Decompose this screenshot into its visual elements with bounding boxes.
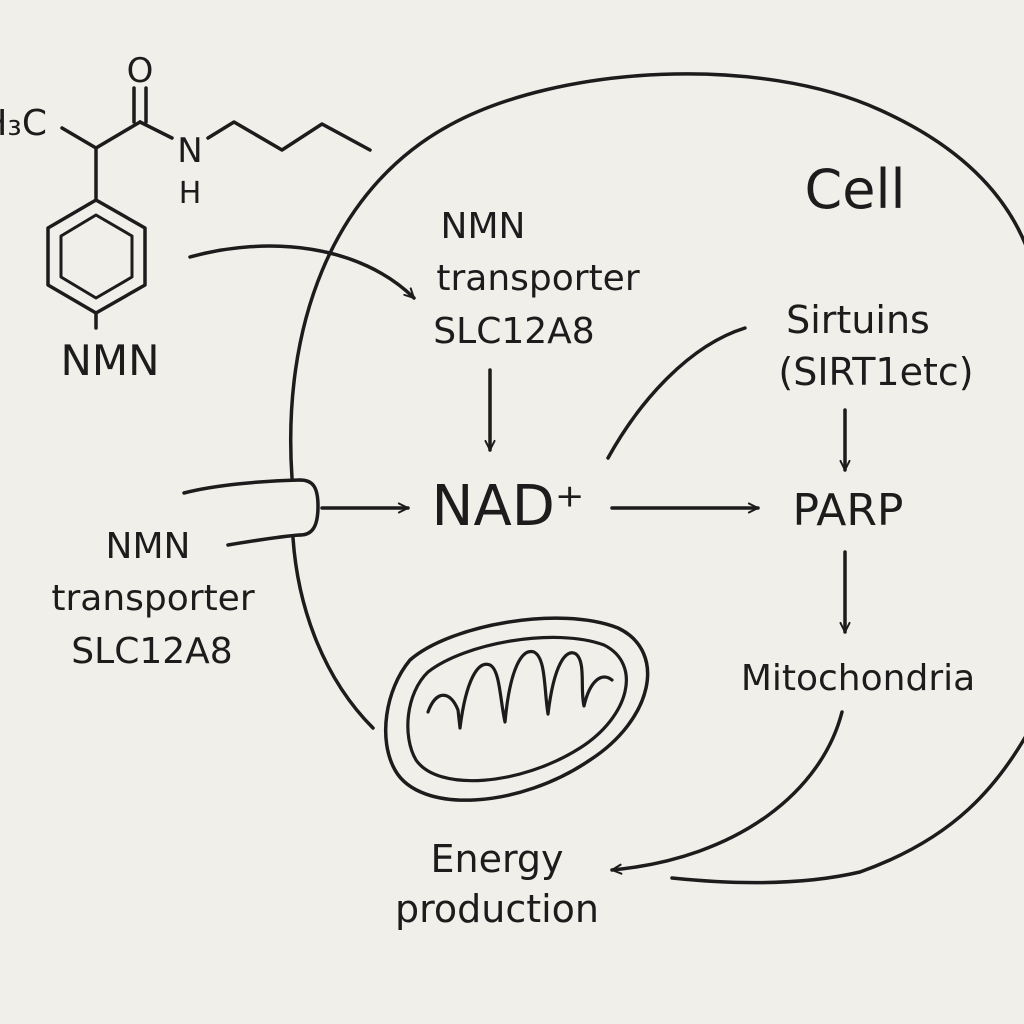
carbonyl-bond (94, 120, 142, 150)
energy-label-line2: production (395, 887, 599, 931)
energy-label-line1: Energy (430, 837, 563, 881)
membrane-channel-top (182, 478, 302, 495)
oxygen-atom: O (127, 51, 154, 91)
methyl-group: H₃C (0, 103, 47, 144)
transporter-outside-line2: transporter (51, 578, 254, 619)
parp-label: PARP (793, 485, 904, 536)
mitochondrion-icon (384, 616, 650, 802)
arrow-mitochondria-to-energy (610, 710, 844, 875)
membrane-channel-bottom (226, 533, 302, 547)
mitochondrion-inner-membrane (406, 635, 628, 783)
mitochondrion-cristae (426, 649, 614, 730)
nmn-molecule: O H₃C N H NMN (0, 51, 372, 385)
line-nad-to-sirtuins (606, 326, 747, 460)
methyl-bond (60, 126, 98, 150)
nitrogen-atom: N (177, 131, 202, 171)
sirtuins-label-line2: (SIRT1etc) (778, 350, 973, 394)
arrow-molecule-to-transporter (188, 244, 416, 300)
amide-bond (138, 120, 174, 140)
mitochondrion-outer-membrane (384, 616, 650, 802)
cell-membrane-lower (291, 536, 375, 730)
transporter-outside-line1: NMN (106, 526, 191, 567)
mitochondria-label: Mitochondria (741, 658, 975, 699)
benzene-inner-ring (59, 213, 134, 300)
butyl-chain (206, 120, 372, 152)
cell-membrane (288, 72, 1024, 480)
transporter-inside-line2: transporter (436, 258, 639, 299)
nad-label: NAD⁺ (432, 474, 585, 539)
membrane-channel-cap (298, 478, 320, 537)
cell-label: Cell (805, 158, 906, 221)
cell-membrane-right (670, 735, 1024, 885)
hydrogen-atom: H (179, 176, 202, 211)
sirtuins-label-line1: Sirtuins (786, 298, 930, 342)
transporter-outside-line3: SLC12A8 (71, 631, 232, 672)
nmn-molecule-label: NMN (60, 336, 159, 385)
transporter-inside-line3: SLC12A8 (433, 311, 594, 352)
transporter-inside-line1: NMN (441, 206, 526, 247)
